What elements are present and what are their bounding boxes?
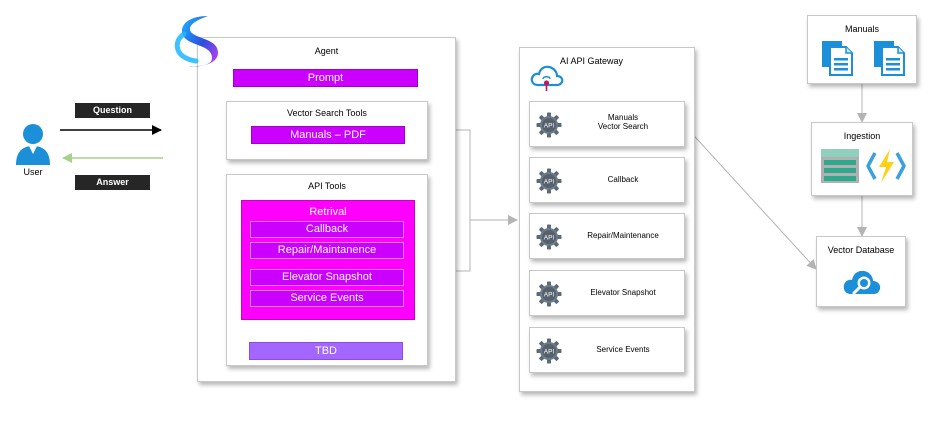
manuals-pdf-bar: Manuals – PDF	[251, 126, 405, 144]
retrival-label: Retrival	[309, 206, 347, 218]
document-icon	[822, 41, 853, 76]
api-badge-text: API	[544, 235, 555, 242]
function-icon	[866, 149, 906, 183]
manuals-search-to-vectordb-arrow	[685, 126, 817, 270]
manuals-title: Manuals	[844, 24, 880, 34]
gateway-service-card: API Repair/Maintenance	[529, 213, 685, 259]
api-gear-icon: API	[536, 168, 562, 194]
vector-search-tools-title: Vector Search Tools	[287, 108, 367, 118]
user-icon	[16, 124, 50, 165]
api-tool-service-events: Service Events	[250, 290, 404, 307]
ingestion-title: Ingestion	[843, 131, 881, 141]
api-badge-text: API	[544, 123, 555, 130]
api-tools-title: API Tools	[308, 181, 346, 191]
api-tools-box: API Tools Retrival Callback Repair/Maint…	[226, 174, 428, 366]
prompt-bar: Prompt	[233, 69, 418, 87]
vector-search-tools-box: Vector Search Tools Manuals – PDF	[226, 101, 428, 160]
gateway-service-label: Callback	[607, 175, 639, 184]
manuals-panel: Manuals	[807, 15, 917, 84]
cloud-gateway-icon	[530, 65, 564, 91]
gateway-service-card: API Service Events	[529, 327, 685, 373]
search-cloud-icon	[843, 270, 881, 295]
question-label: Question	[75, 103, 150, 118]
api-gear-icon: API	[536, 112, 562, 138]
document-icon	[874, 41, 905, 76]
api-badge-text: API	[544, 292, 555, 299]
gateway-service-label: Repair/Maintenance	[587, 231, 659, 240]
api-gear-icon: API	[536, 281, 562, 307]
api-tool-repair-maintanence: Repair/Maintanence	[250, 242, 404, 259]
ingestion-panel: Ingestion	[811, 122, 913, 196]
gateway-service-card: API Callback	[529, 157, 685, 203]
tbd-bar: TBD	[249, 342, 403, 360]
api-badge-text: API	[544, 179, 555, 186]
answer-label: Answer	[75, 175, 150, 190]
vector-database-title: Vector Database	[827, 245, 895, 255]
storage-icon	[821, 149, 859, 183]
api-gear-icon: API	[536, 338, 562, 364]
gateway-service-label: Elevator Snapshot	[590, 288, 656, 297]
api-tool-callback: Callback	[250, 221, 404, 238]
retrival-group: Retrival Callback Repair/Maintanence Ele…	[241, 200, 415, 320]
vector-database-panel: Vector Database	[816, 236, 906, 307]
user-label: User	[23, 167, 43, 177]
api-badge-text: API	[544, 349, 555, 356]
agent-logo-icon	[174, 16, 218, 67]
ai-api-gateway-title: AI API Gateway	[560, 56, 624, 66]
api-gear-icon: API	[536, 224, 562, 250]
agent-title: Agent	[314, 46, 339, 56]
gateway-service-card: API Elevator Snapshot	[529, 270, 685, 316]
api-tool-elevator-snapshot: Elevator Snapshot	[250, 269, 404, 286]
gateway-service-label: Service Events	[596, 345, 650, 354]
